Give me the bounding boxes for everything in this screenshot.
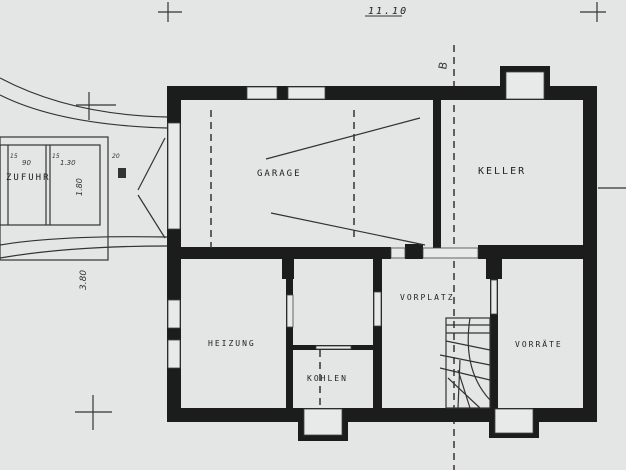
dim-15a: 15 <box>10 153 18 160</box>
reference-crosshairs <box>75 2 626 430</box>
walls <box>167 66 597 441</box>
dim-15b: 15 <box>52 153 60 160</box>
room-label-heizung: HEIZUNG <box>208 339 256 348</box>
room-label-kohlen: KOHLEN <box>307 374 348 383</box>
section-marker: B <box>436 61 450 71</box>
room-label-keller: KELLER <box>478 166 526 177</box>
dim-1-30: 1.30 <box>60 159 76 167</box>
dim-1-80: 1.80 <box>75 178 84 196</box>
garage-markings <box>210 110 426 408</box>
staircase <box>439 317 491 409</box>
plan-title: 11.10 <box>368 6 408 17</box>
zufuhr-chute <box>0 136 126 261</box>
dim-3-80: 3.80 <box>79 270 89 290</box>
room-label-vorraete: VORRÄTE <box>515 339 563 349</box>
driveway <box>0 77 168 259</box>
dim-90: 90 <box>22 159 31 167</box>
room-label-garage: GARAGE <box>257 169 302 179</box>
room-label-vorplatz: VORPLATZ <box>400 293 455 302</box>
openings <box>167 71 545 436</box>
zufuhr-label: ZUFUHR <box>6 173 51 183</box>
dim-20: 20 <box>112 153 120 160</box>
